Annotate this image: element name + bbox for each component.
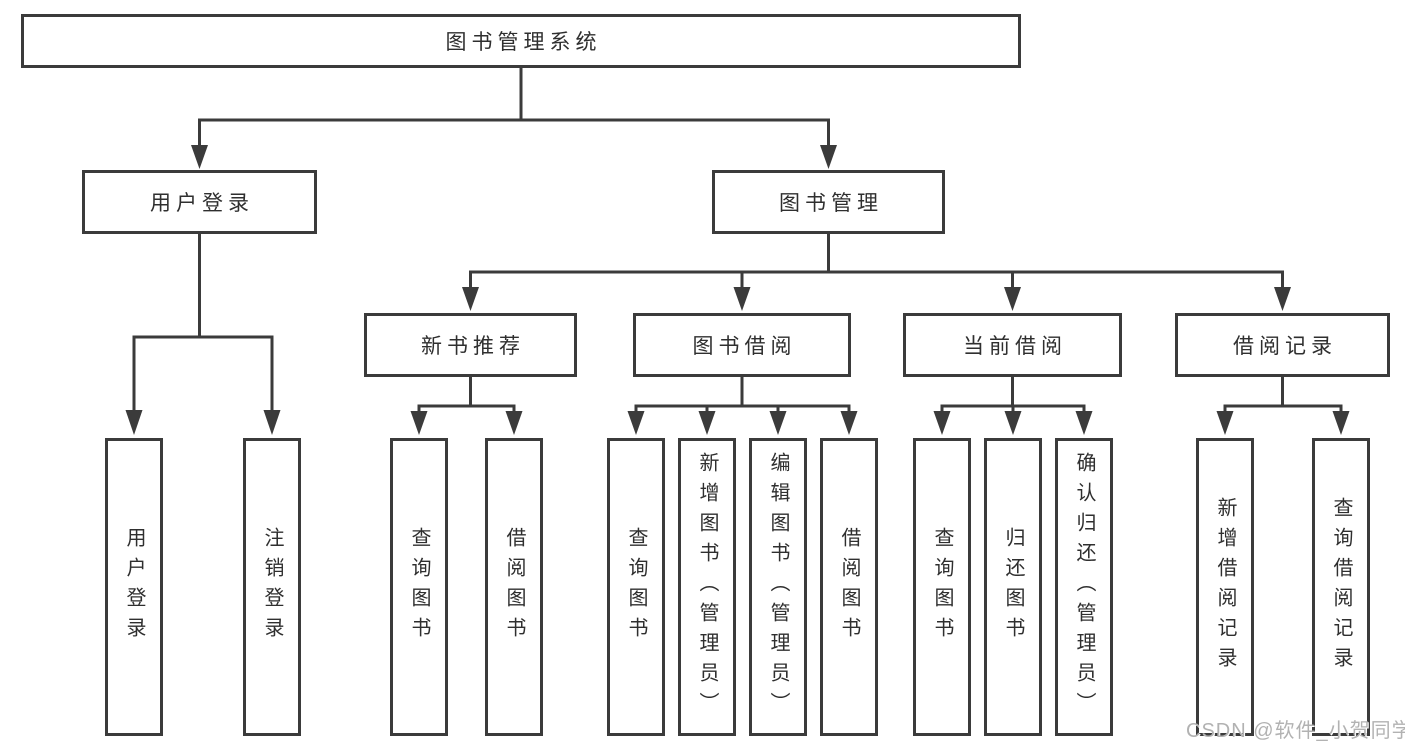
leaf-borrow-query-books-label: 查询图书 xyxy=(625,527,647,647)
leaf-add-book-admin-label: 新增图书（管理员） xyxy=(696,452,718,722)
leaf-recommend-borrow-books-label: 借阅图书 xyxy=(503,527,525,647)
leaf-confirm-return-admin-label: 确认归还（管理员） xyxy=(1073,452,1095,722)
leaf-add-book-admin: 新增图书（管理员） xyxy=(678,438,736,736)
node-borrow-records: 借阅记录 xyxy=(1175,313,1390,377)
node-new-book-recommend-label: 新书推荐 xyxy=(421,335,525,358)
node-current-borrow: 当前借阅 xyxy=(903,313,1122,377)
leaf-confirm-return-admin: 确认归还（管理员） xyxy=(1055,438,1113,736)
node-new-book-recommend: 新书推荐 xyxy=(364,313,577,377)
leaf-logout-label: 注销登录 xyxy=(261,527,283,647)
leaf-query-borrow-record: 查询借阅记录 xyxy=(1312,438,1370,736)
leaf-user-login: 用户登录 xyxy=(105,438,163,736)
leaf-return-book: 归还图书 xyxy=(984,438,1042,736)
csdn-watermark: CSDN @软件_小贺同学 xyxy=(1186,720,1405,742)
leaf-logout: 注销登录 xyxy=(243,438,301,736)
leaf-borrow-book: 借阅图书 xyxy=(820,438,878,736)
node-book-management-label: 图书管理 xyxy=(779,192,883,215)
leaf-add-borrow-record: 新增借阅记录 xyxy=(1196,438,1254,736)
leaf-edit-book-admin: 编辑图书（管理员） xyxy=(749,438,807,736)
node-book-borrow: 图书借阅 xyxy=(633,313,851,377)
leaf-recommend-query-books: 查询图书 xyxy=(390,438,448,736)
node-current-borrow-label: 当前借阅 xyxy=(963,335,1067,358)
leaf-edit-book-admin-label: 编辑图书（管理员） xyxy=(767,452,789,722)
node-user-login-label: 用户登录 xyxy=(150,192,254,215)
node-book-borrow-label: 图书借阅 xyxy=(692,335,797,358)
leaf-borrow-book-label: 借阅图书 xyxy=(838,527,860,647)
node-root-label: 图书管理系统 xyxy=(445,31,602,54)
leaf-current-query-books: 查询图书 xyxy=(913,438,971,736)
node-root-library-system: 图书管理系统 xyxy=(21,14,1021,68)
leaf-return-book-label: 归还图书 xyxy=(1002,527,1024,647)
node-user-login: 用户登录 xyxy=(82,170,317,234)
node-borrow-records-label: 借阅记录 xyxy=(1233,335,1337,358)
node-book-management: 图书管理 xyxy=(712,170,945,234)
leaf-query-borrow-record-label: 查询借阅记录 xyxy=(1330,497,1352,677)
leaf-current-query-books-label: 查询图书 xyxy=(931,527,953,647)
leaf-recommend-borrow-books: 借阅图书 xyxy=(485,438,543,736)
leaf-add-borrow-record-label: 新增借阅记录 xyxy=(1214,497,1236,677)
leaf-user-login-label: 用户登录 xyxy=(123,527,145,647)
leaf-recommend-query-books-label: 查询图书 xyxy=(408,527,430,647)
leaf-borrow-query-books: 查询图书 xyxy=(607,438,665,736)
